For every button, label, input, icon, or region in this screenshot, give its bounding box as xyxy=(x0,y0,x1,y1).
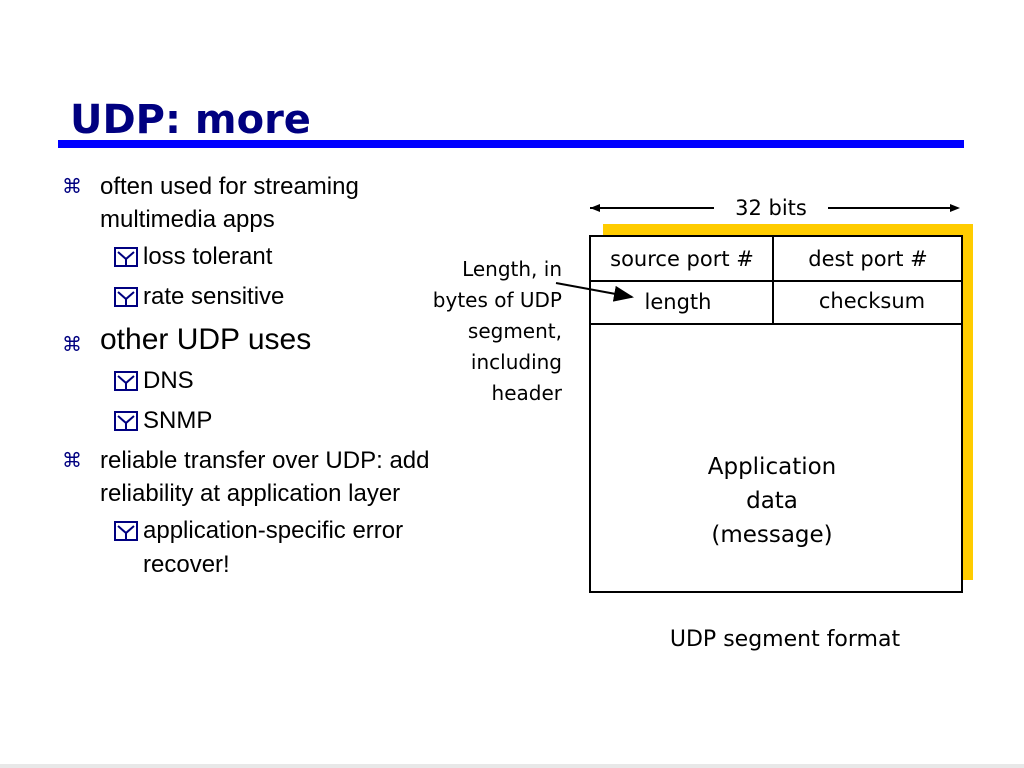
sub-bullet-text: application-specific error recover! xyxy=(143,517,404,578)
sub-bullet-rate-sensitive: rate sensitive xyxy=(62,280,472,314)
payload-line: (message) xyxy=(711,522,833,548)
bullet-text: other UDP uses xyxy=(100,323,312,356)
field-length: length xyxy=(644,290,712,314)
bullet-streaming: ⌘ often used for streaming multimedia ap… xyxy=(62,170,472,236)
footer-rule xyxy=(0,764,1024,768)
slide-title: UDP: more xyxy=(70,97,311,143)
width-label: 32 bits xyxy=(716,194,826,222)
annotation-line: bytes of UDP xyxy=(432,288,562,312)
payload-line: Application xyxy=(707,454,837,480)
length-pointer-arrow xyxy=(555,282,634,302)
title-underline xyxy=(58,140,964,148)
sub-bullet-dns: DNS xyxy=(62,364,472,398)
annotation-line: segment, xyxy=(467,319,562,343)
sub-bullet-text: rate sensitive xyxy=(143,283,285,310)
sub-bullet-text: SNMP xyxy=(143,407,213,434)
sub-bullet-text: DNS xyxy=(143,367,194,394)
bullet-text: often used for streaming multimedia apps xyxy=(100,173,359,233)
bullet-other-uses: ⌘ other UDP uses xyxy=(62,320,472,360)
bullet-text: reliable transfer over UDP: add reliabil… xyxy=(100,447,430,507)
command-key-bullet-icon: ⌘ xyxy=(62,332,82,356)
command-key-bullet-icon: ⌘ xyxy=(62,448,82,472)
field-dest-port: dest port # xyxy=(808,247,928,271)
arrowhead-right-icon xyxy=(950,204,960,212)
bullet-reliable-transfer: ⌘ reliable transfer over UDP: add reliab… xyxy=(62,444,472,510)
annotation-line: Length, in xyxy=(462,257,562,281)
payload-label: Application data (message) xyxy=(592,450,952,552)
sub-bullet-snmp: SNMP xyxy=(62,404,472,438)
arrowhead-left-icon xyxy=(590,204,600,212)
sub-bullet-error-recover: application-specific error recover! xyxy=(62,514,472,582)
bullet-list: ⌘ often used for streaming multimedia ap… xyxy=(62,170,472,588)
length-annotation: Length, in bytes of UDP segment, includi… xyxy=(380,254,562,409)
annotation-line: including xyxy=(470,350,562,374)
checkbox-bullet-icon xyxy=(114,247,138,267)
sub-bullet-text: loss tolerant xyxy=(143,243,273,270)
annotation-line: header xyxy=(491,381,562,405)
segment-box xyxy=(589,235,963,593)
sub-bullet-loss-tolerant: loss tolerant xyxy=(62,240,472,274)
checkbox-bullet-icon xyxy=(114,287,138,307)
checkbox-bullet-icon xyxy=(114,411,138,431)
checkbox-bullet-icon xyxy=(114,371,138,391)
diagram-caption: UDP segment format xyxy=(669,627,901,652)
field-source-port: source port # xyxy=(610,247,754,271)
checkbox-bullet-icon xyxy=(114,521,138,541)
payload-line: data xyxy=(746,488,798,514)
field-checksum: checksum xyxy=(818,289,926,313)
command-key-bullet-icon: ⌘ xyxy=(62,174,82,198)
